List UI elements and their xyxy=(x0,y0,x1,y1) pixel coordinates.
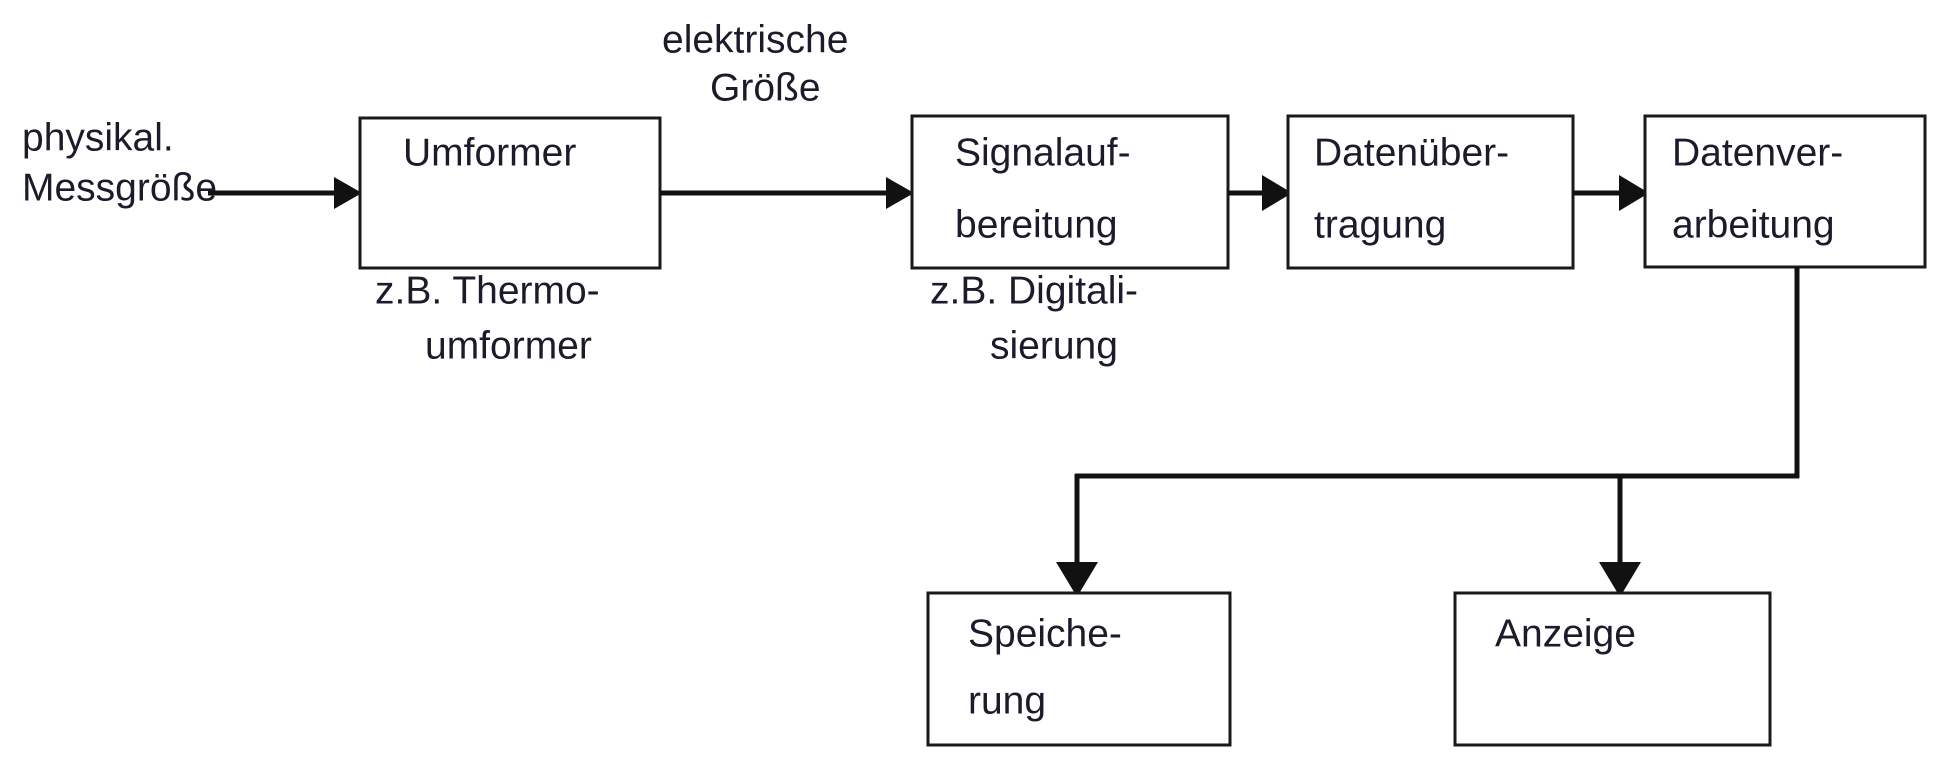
box-speicherung-label-line2: rung xyxy=(968,679,1046,722)
box-datenverarbeitung-label-line2: arbeitung xyxy=(1672,203,1835,246)
caption-umformer-line1: z.B. Thermo- xyxy=(375,269,600,312)
arrow-uebertragung-to-verarbeitung-head xyxy=(1619,175,1649,211)
caption-signalaufbereitung-line1: z.B. Digitali- xyxy=(930,269,1138,312)
box-datenverarbeitung-label-line1: Datenver- xyxy=(1672,131,1843,174)
box-umformer-label-line1: Umformer xyxy=(403,131,576,174)
arrow-umformer-to-signal-head xyxy=(886,177,914,209)
arrow-to-anzeige-head xyxy=(1599,562,1641,597)
arrow-to-speicherung-head xyxy=(1056,562,1098,597)
arrow-input-to-umformer-head xyxy=(334,177,362,209)
box-datenuebertragung[interactable] xyxy=(1286,114,1575,270)
box-datenuebertragung-label-line1: Datenüber- xyxy=(1314,131,1509,174)
input-label-line1: physikal. xyxy=(22,116,174,159)
box-speicherung[interactable] xyxy=(926,591,1232,747)
box-datenverarbeitung[interactable] xyxy=(1643,114,1927,269)
box-signalaufbereitung[interactable] xyxy=(910,114,1230,270)
box-anzeige-label-line1: Anzeige xyxy=(1495,612,1636,655)
caption-umformer-line2: umformer xyxy=(425,324,592,367)
box-signalaufbereitung-label-line2: bereitung xyxy=(955,203,1118,246)
edge-label-line1: elektrische xyxy=(662,18,848,61)
box-signalaufbereitung-label-line1: Signalauf- xyxy=(955,131,1131,174)
arrow-signal-to-uebertragung-head xyxy=(1262,175,1292,211)
input-label-line2: Messgröße xyxy=(22,166,217,209)
box-speicherung-label-line1: Speiche- xyxy=(968,612,1122,655)
box-datenuebertragung-label-line2: tragung xyxy=(1314,203,1446,246)
caption-signalaufbereitung-line2: sierung xyxy=(990,324,1118,367)
box-anzeige[interactable] xyxy=(1453,591,1772,747)
edge-label-line2: Größe xyxy=(710,66,821,109)
